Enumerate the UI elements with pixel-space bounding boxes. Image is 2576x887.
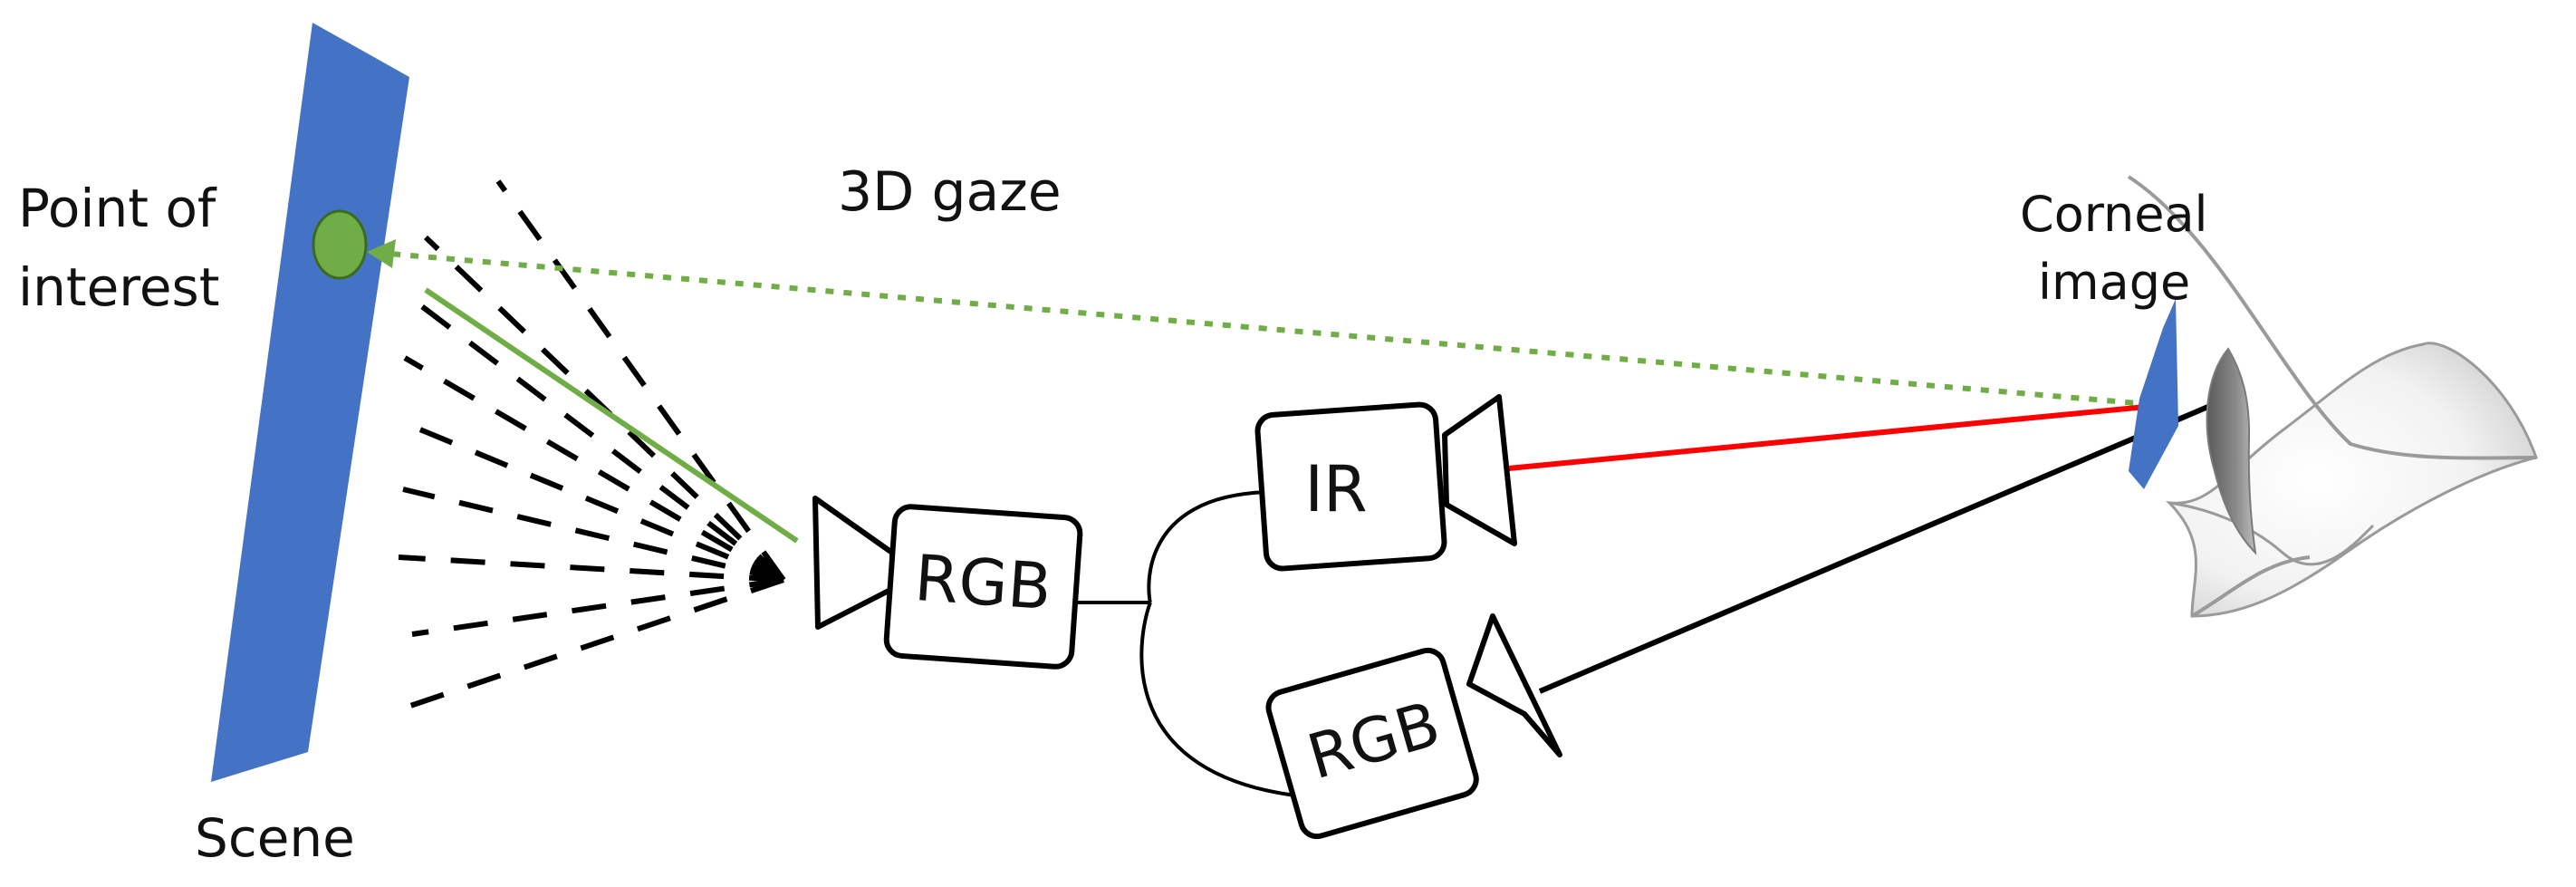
- camera-icon: [1466, 613, 1562, 757]
- 3d-gaze-ray: [389, 251, 2170, 409]
- camera-wiring: [1076, 490, 1296, 797]
- fov-ray: [495, 179, 786, 582]
- fov-ray: [399, 419, 785, 583]
- gaze-label: 3D gaze: [838, 160, 1062, 224]
- fov-ray: [410, 296, 785, 583]
- gaze-arrowhead: [367, 239, 396, 268]
- fov-ray: [398, 554, 784, 583]
- point-of-interest-label-line1: Point of: [18, 178, 217, 239]
- camera-icon: [1442, 394, 1517, 546]
- fov-ray: [407, 577, 784, 709]
- rgb-scene-camera-label: RGB: [912, 541, 1053, 624]
- ir-ray: [1498, 401, 2175, 472]
- ir-camera-box: [1254, 401, 1447, 572]
- point-of-interest-marker: [312, 209, 368, 280]
- camera-field-of-view: [398, 179, 786, 709]
- corneal-image-label-line2: image: [2038, 254, 2190, 311]
- fov-ray: [403, 355, 785, 583]
- fov-ray: [402, 487, 784, 583]
- scene-plane: [211, 23, 409, 782]
- corneal-image-label-line1: Corneal: [2020, 186, 2208, 243]
- gaze-projection-ray: [424, 287, 799, 544]
- fov-ray: [411, 577, 784, 637]
- ir-camera-label: IR: [1304, 452, 1367, 526]
- scene-label: Scene: [195, 807, 355, 869]
- rgb-ray: [1538, 403, 2212, 694]
- camera-icon: [812, 496, 895, 630]
- rgb-scene-camera-box: [883, 504, 1083, 670]
- eye-icon: [2127, 175, 2538, 618]
- corneal-image-patch: [2129, 299, 2178, 489]
- rgb-eye-camera-box: [1265, 647, 1479, 840]
- point-of-interest-label-line2: interest: [18, 256, 220, 318]
